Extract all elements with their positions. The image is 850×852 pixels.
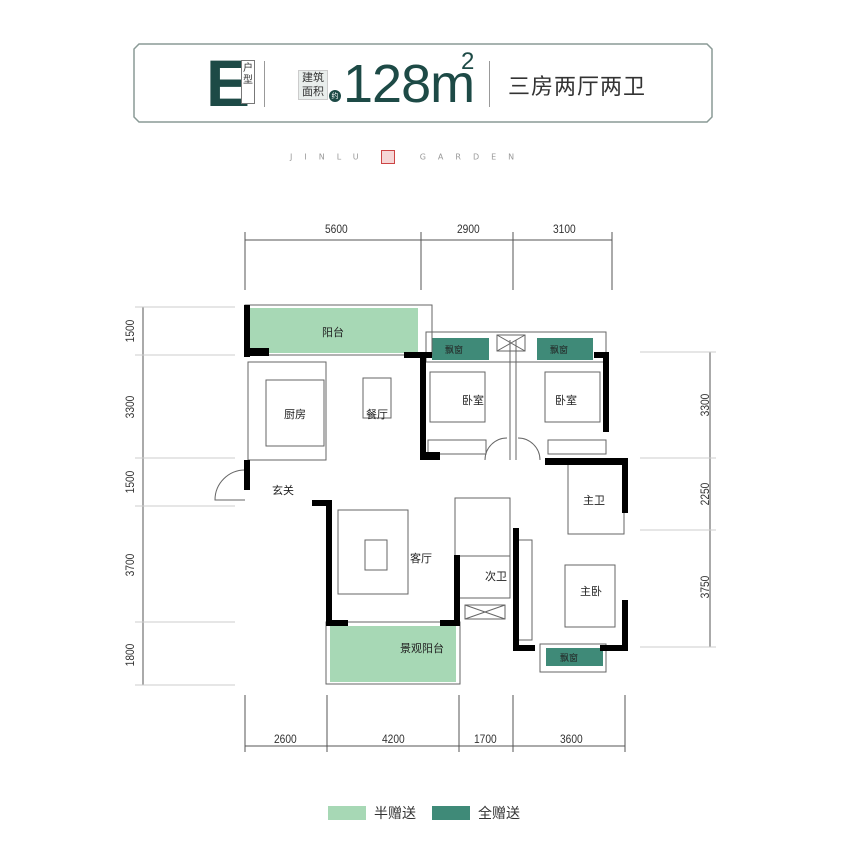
legend-swatch-full (432, 806, 470, 820)
dim-left-5: 1800 (123, 643, 137, 667)
bay-window-2: 飘窗 (550, 346, 569, 356)
dim-bottom-3: 1700 (474, 732, 497, 746)
room-dining: 餐厅 (366, 408, 388, 421)
divider (489, 61, 490, 107)
dim-left-2: 3300 (123, 395, 137, 419)
brand-right: GARDEN (419, 152, 527, 162)
area-value: 128m (343, 54, 475, 114)
room-kitchen: 厨房 (284, 408, 306, 421)
legend-full-gift: 全赠送 (432, 803, 520, 823)
dim-bottom-1: 2600 (274, 732, 297, 746)
dim-right-1: 3300 (698, 393, 712, 417)
legend-swatch-half (328, 806, 366, 820)
room-bedroom-1: 卧室 (462, 394, 484, 407)
divider (264, 61, 265, 107)
room-balcony: 阳台 (322, 326, 344, 339)
room-second-bath: 次卫 (485, 570, 507, 583)
room-view-balcony: 景观阳台 (400, 642, 444, 655)
area-unit-superscript: 2 (461, 48, 475, 75)
brand-left: JINLU (290, 152, 371, 162)
area-label: 建筑面积 (298, 70, 328, 100)
legend-label-full: 全赠送 (478, 806, 520, 822)
room-living: 客厅 (410, 552, 432, 565)
unit-type-label: 户型 (241, 60, 255, 104)
banner-frame (133, 43, 713, 123)
dim-bottom-2: 4200 (382, 732, 405, 746)
room-master-bath: 主卫 (583, 494, 605, 507)
room-master-bedroom: 主卧 (580, 585, 602, 598)
bay-window-1: 飘窗 (445, 346, 464, 356)
dim-top-1: 5600 (325, 222, 348, 236)
dim-bottom-4: 3600 (560, 732, 583, 746)
brand-logo-icon (381, 150, 396, 164)
brand-line: JINLU GARDEN (290, 150, 560, 164)
dim-left-3: 1500 (123, 470, 137, 494)
layout-type: 三房两厅两卫 (508, 75, 647, 100)
dim-top-2: 2900 (457, 222, 480, 236)
dim-left-1: 1500 (123, 319, 137, 343)
title-banner: E 户型 建筑面积 约 128m 2 三房两厅两卫 (133, 43, 713, 123)
bay-window-3: 飘窗 (560, 654, 579, 664)
approx-badge: 约 (329, 90, 341, 102)
legend-label-half: 半赠送 (374, 806, 416, 822)
dim-left-4: 3700 (123, 553, 137, 577)
legend-half-gift: 半赠送 (328, 803, 416, 823)
dim-right-2: 2250 (698, 482, 712, 506)
dim-right-3: 3750 (698, 575, 712, 599)
dim-top-3: 3100 (553, 222, 576, 236)
room-bedroom-2: 卧室 (555, 394, 577, 407)
room-foyer: 玄关 (272, 484, 294, 497)
